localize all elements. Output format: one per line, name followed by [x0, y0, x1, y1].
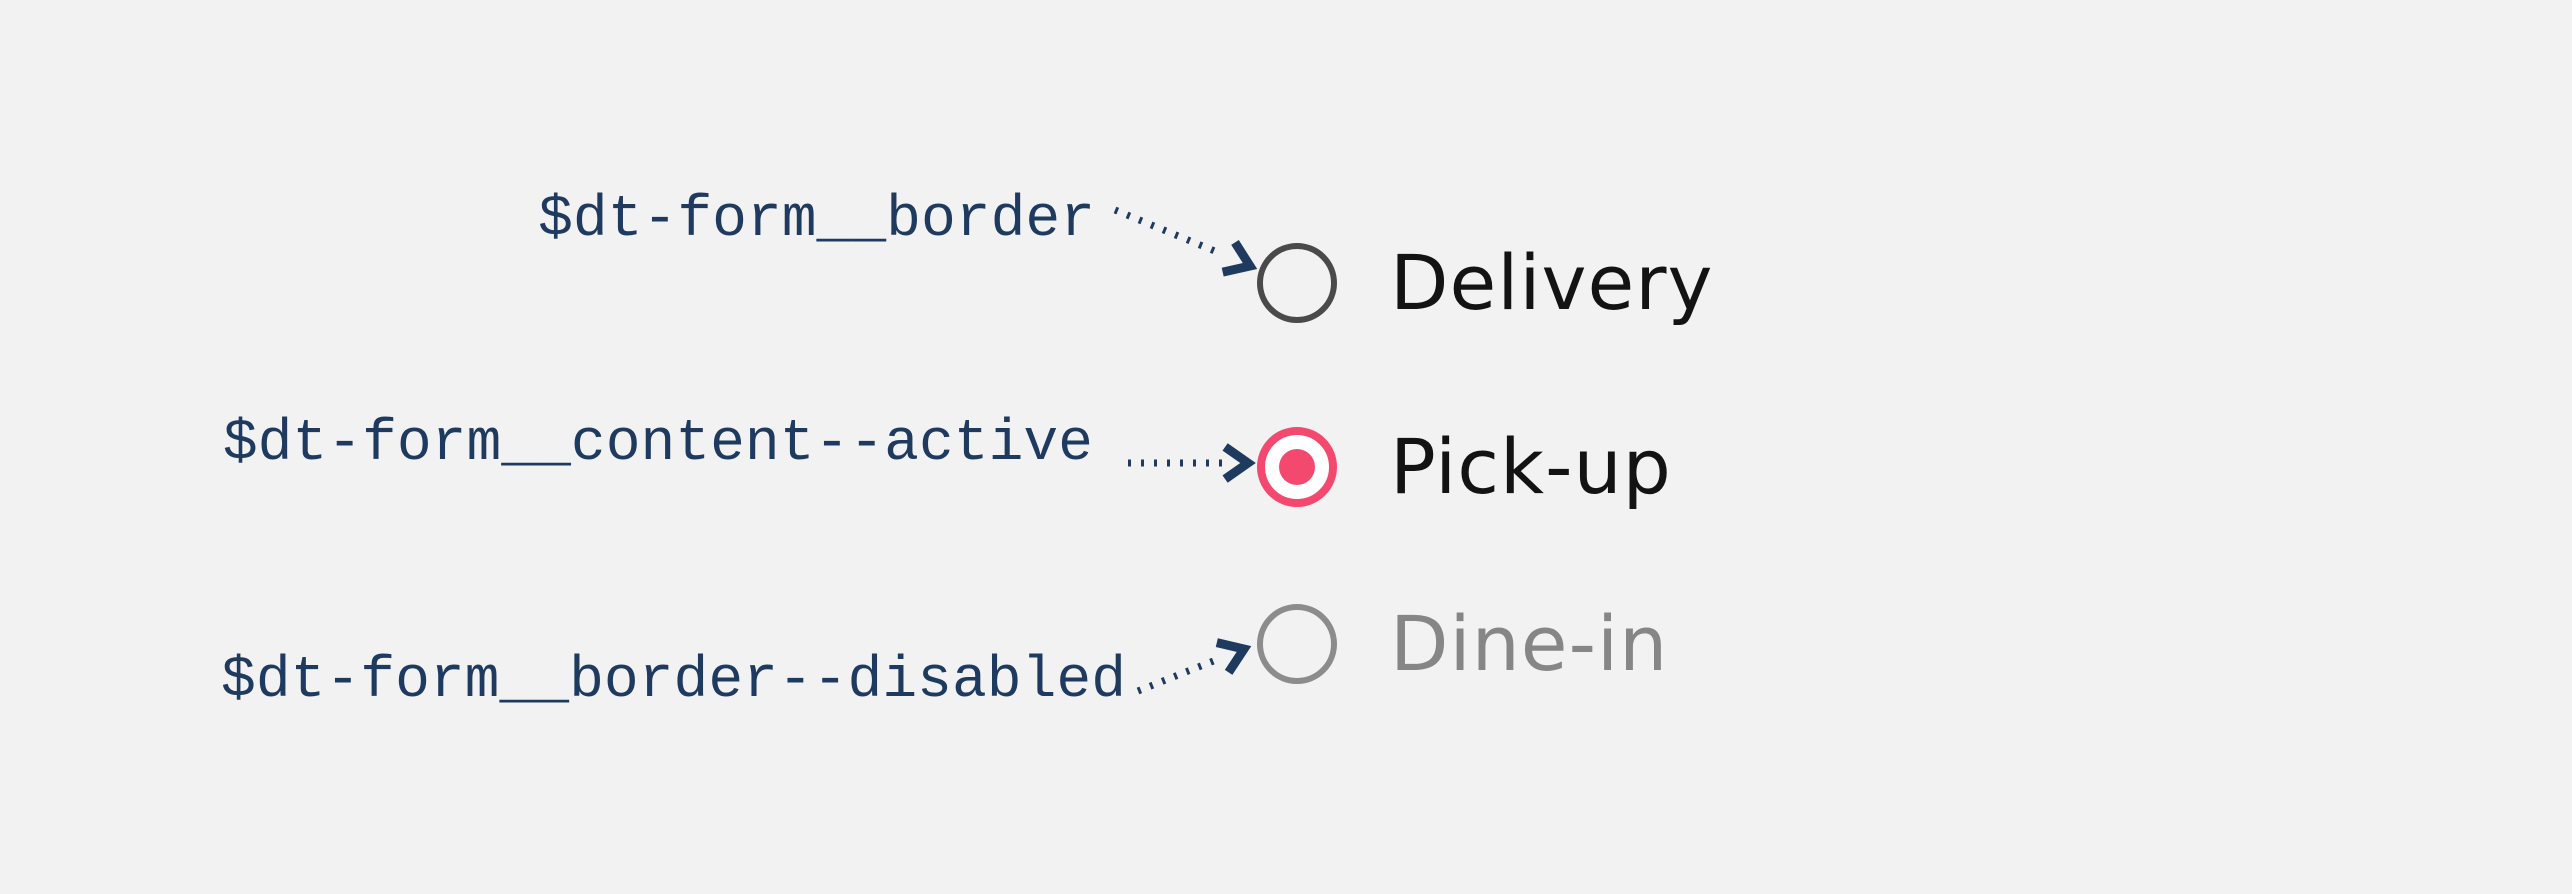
- radio-pickup-selected[interactable]: [1257, 427, 1337, 507]
- annotation-arrow-up-right-icon: [1136, 638, 1252, 695]
- radio-delivery[interactable]: [1257, 243, 1337, 323]
- radio-label-dinein: Dine-in: [1390, 599, 1669, 688]
- radio-label-delivery[interactable]: Delivery: [1390, 238, 1714, 327]
- annotation-arrow-down-right-icon: [1113, 206, 1258, 277]
- annotation-arrow-right-icon: [1128, 443, 1256, 483]
- radio-dinein-disabled: [1257, 604, 1337, 684]
- radio-label-pickup[interactable]: Pick-up: [1390, 422, 1672, 511]
- token-label-form-border: $dt-form__border: [538, 188, 1095, 253]
- token-label-form-content-active: $dt-form__content--active: [222, 412, 1093, 477]
- token-label-form-border-disabled: $dt-form__border--disabled: [221, 649, 1126, 714]
- radio-active-dot-icon: [1279, 449, 1315, 485]
